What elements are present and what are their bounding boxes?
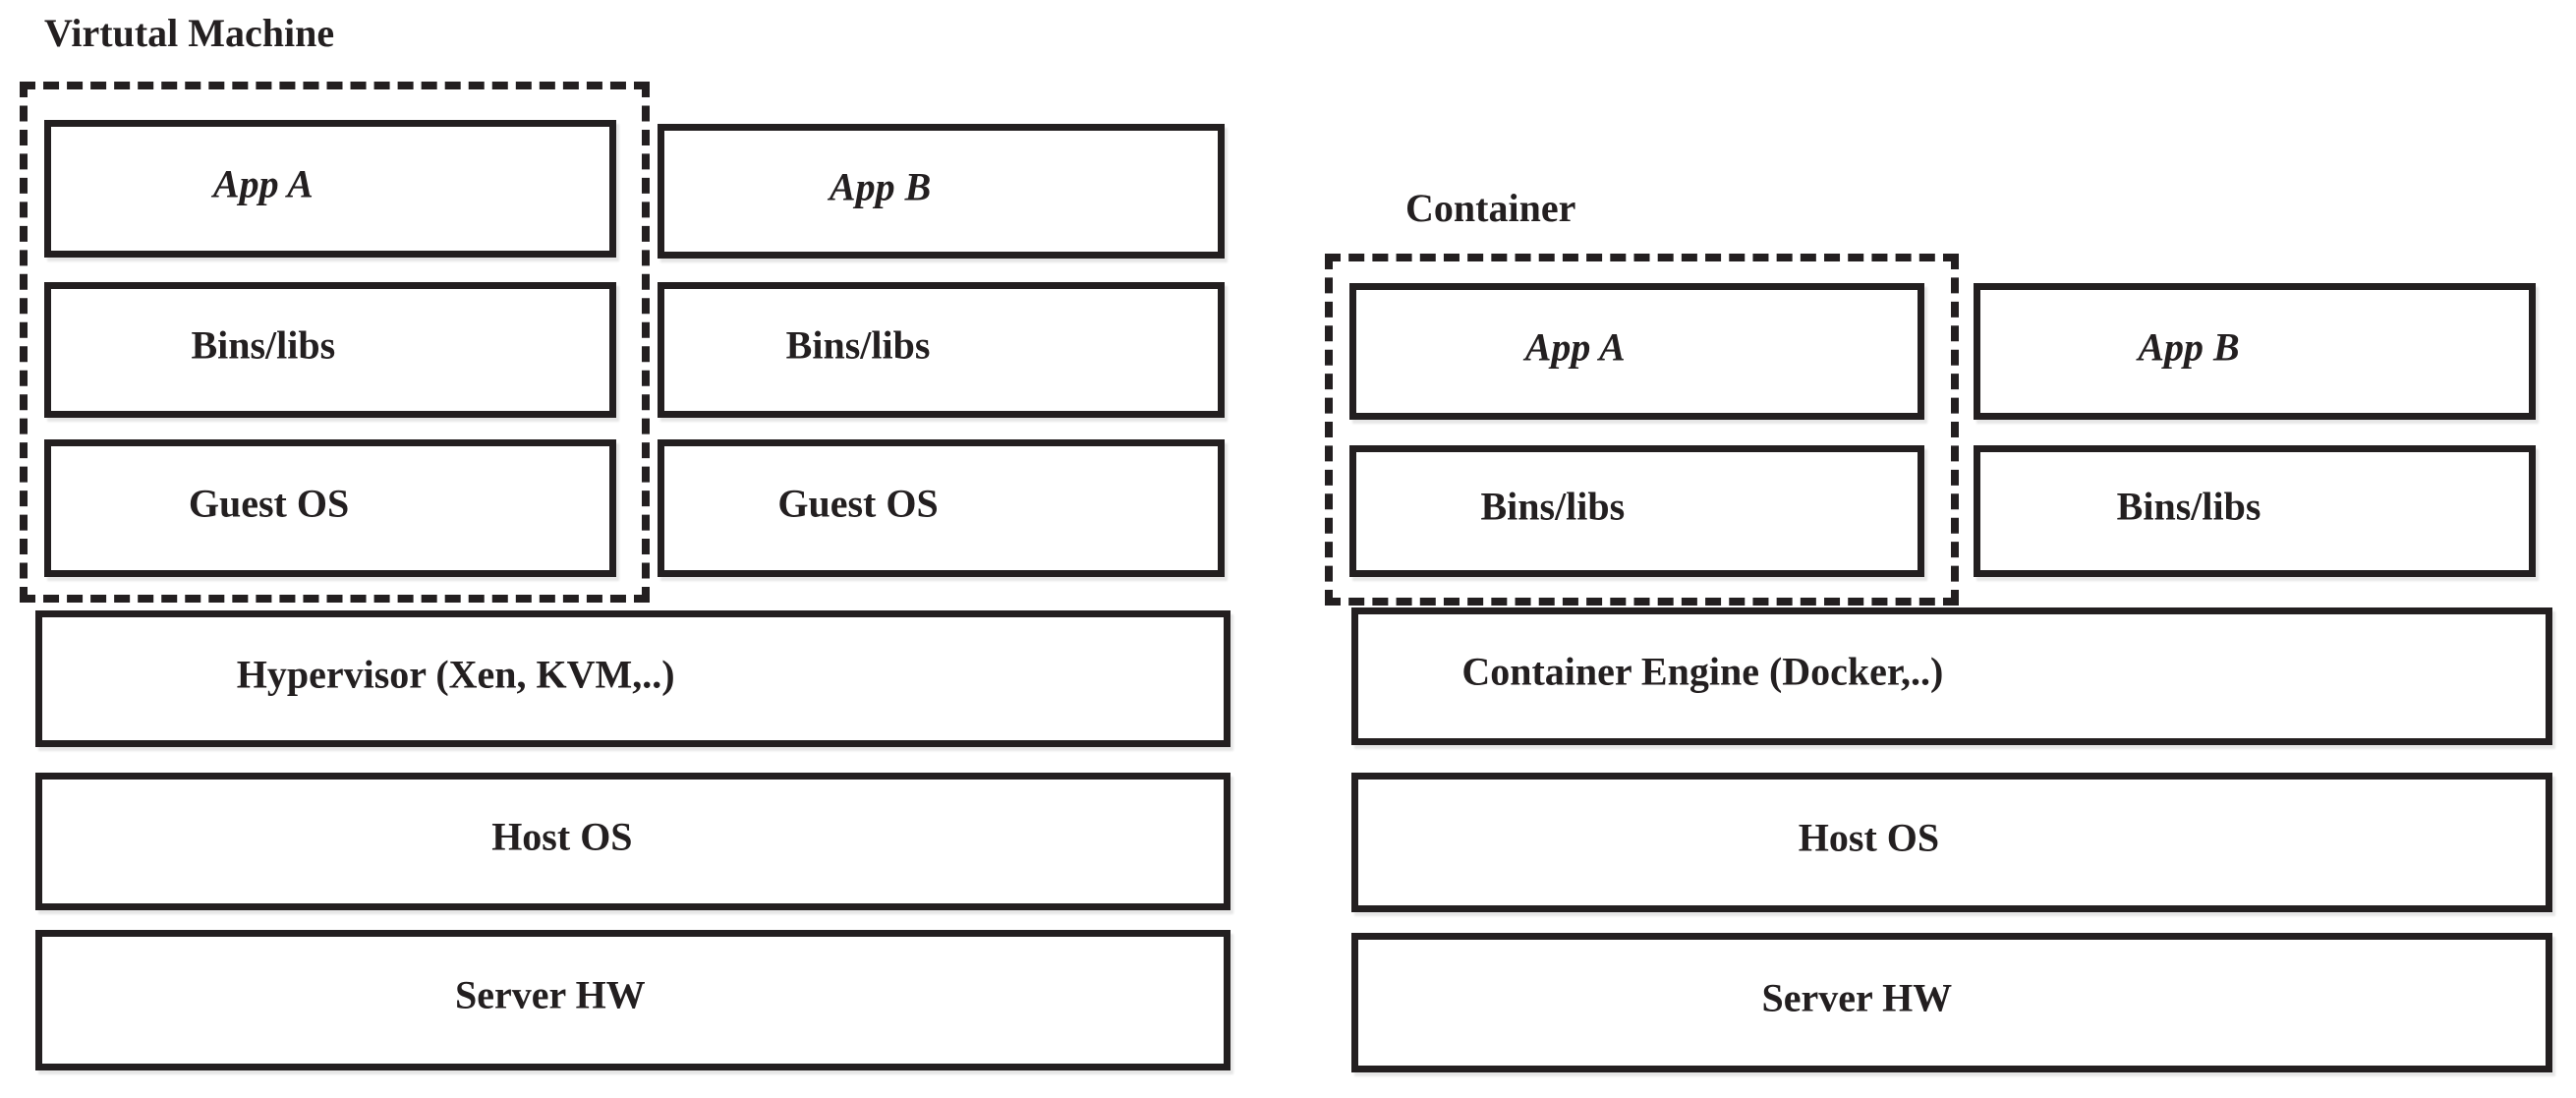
vm-hypervisor-box: Hypervisor (Xen, KVM,..) <box>35 610 1231 747</box>
vm-guestos-a-label: Guest OS <box>188 481 350 526</box>
vm-app-a-label: App A <box>212 161 314 206</box>
vm-guestos-b-label: Guest OS <box>777 481 939 526</box>
vm-bins-a-label: Bins/libs <box>191 322 336 368</box>
vm-bins-b-label: Bins/libs <box>785 322 931 368</box>
container-bins-b-label: Bins/libs <box>2116 484 2261 529</box>
vm-bins-a-box: Bins/libs <box>44 282 616 418</box>
container-serverhw-box: Server HW <box>1351 933 2552 1072</box>
container-dashed-boundary <box>1325 254 1959 606</box>
vm-panel-title: Virtutal Machine <box>44 11 335 55</box>
container-bins-a-label: Bins/libs <box>1480 484 1626 529</box>
container-app-b-box: App B <box>1974 283 2536 420</box>
vm-app-b-label: App B <box>829 164 932 209</box>
container-panel-title: Container <box>1405 186 1576 230</box>
vm-app-a-box: App A <box>44 120 616 258</box>
vm-serverhw-box: Server HW <box>35 930 1231 1070</box>
container-engine-label: Container Engine (Docker,..) <box>1461 649 1944 694</box>
container-hostos-box: Host OS <box>1351 773 2552 912</box>
vm-guestos-a-box: Guest OS <box>44 439 616 577</box>
container-app-a-label: App A <box>1524 324 1626 369</box>
container-bins-b-box: Bins/libs <box>1974 445 2536 577</box>
container-app-a-box: App A <box>1349 283 1924 420</box>
container-hostos-label: Host OS <box>1798 815 1940 860</box>
vm-serverhw-label: Server HW <box>455 972 646 1017</box>
vm-hostos-label: Host OS <box>491 814 633 859</box>
container-app-b-label: App B <box>2138 324 2240 369</box>
vm-hypervisor-label: Hypervisor (Xen, KVM,..) <box>236 652 675 696</box>
vm-app-b-box: App B <box>658 124 1225 259</box>
vm-dashed-boundary <box>20 82 650 603</box>
container-bins-a-box: Bins/libs <box>1349 445 1924 577</box>
container-engine-box: Container Engine (Docker,..) <box>1351 607 2552 745</box>
vm-hostos-box: Host OS <box>35 773 1231 910</box>
vm-guestos-b-box: Guest OS <box>658 439 1225 577</box>
vm-bins-b-box: Bins/libs <box>658 282 1225 418</box>
container-serverhw-label: Server HW <box>1761 975 1953 1020</box>
